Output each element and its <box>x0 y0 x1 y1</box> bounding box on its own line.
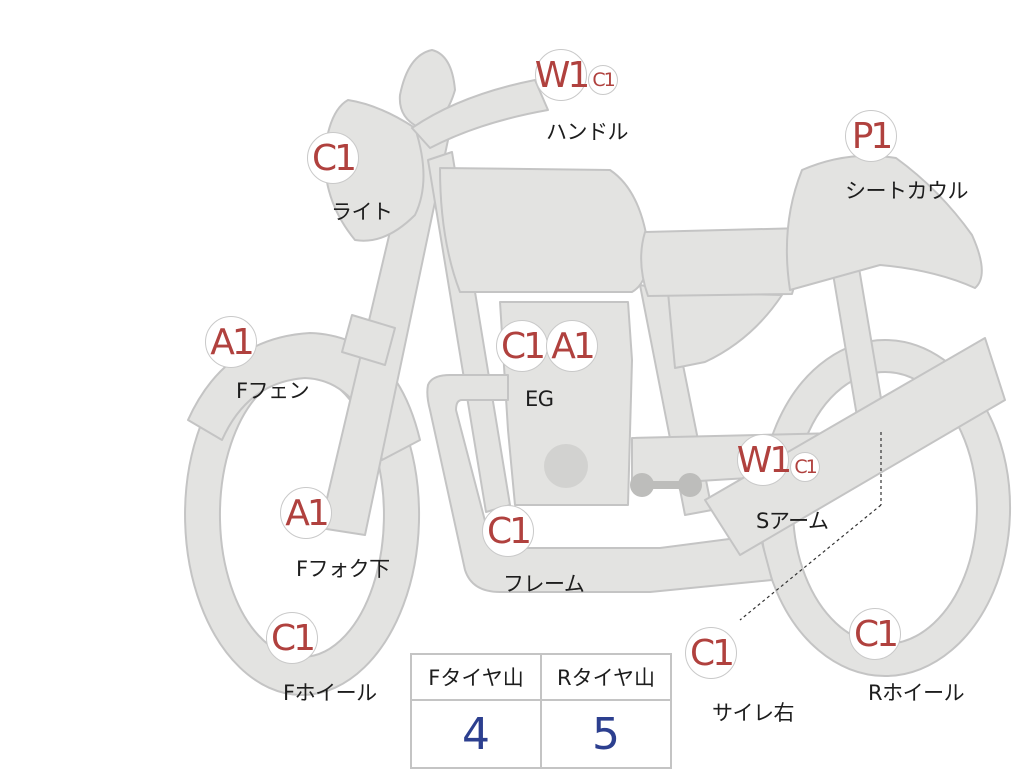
f-fender-label: Fフェン <box>236 379 310 403</box>
engine-second-badge: A1 <box>546 320 598 372</box>
f-wheel-label: Fホイール <box>283 681 377 705</box>
frame-label: フレーム <box>503 572 585 596</box>
fuel-tank <box>439 167 650 293</box>
f-fork-badge: A1 <box>280 487 332 539</box>
silencer <box>704 337 1006 556</box>
footpeg <box>630 473 702 497</box>
r-wheel-badge: C1 <box>849 608 901 660</box>
rear-tire-header: Rタイヤ山 <box>540 653 672 701</box>
front-tire-header: Fタイヤ山 <box>410 653 542 701</box>
fork-clamp <box>341 314 396 366</box>
engine-cover <box>544 444 588 488</box>
tire-tread-table: Fタイヤ山 Rタイヤ山 4 5 <box>410 653 672 769</box>
f-fork-label: Fフォク下 <box>296 557 390 581</box>
rear-tire-value: 5 <box>540 699 672 769</box>
f-wheel-badge: C1 <box>266 612 318 664</box>
handle-minor-badge: C1 <box>588 65 618 95</box>
s-arm-label: Sアーム <box>756 509 829 533</box>
front-tire-value: 4 <box>410 699 542 769</box>
s-arm-minor-badge: C1 <box>790 452 820 482</box>
muffler-right-label: サイレ右 <box>712 701 795 725</box>
seat <box>640 227 806 297</box>
muffler-right-badge: C1 <box>685 627 737 679</box>
engine-badge: C1 <box>496 320 548 372</box>
leader-line <box>739 432 882 621</box>
frame-badge: C1 <box>482 505 534 557</box>
mirror <box>398 49 456 129</box>
handle-label: ハンドル <box>546 120 629 144</box>
seat-cowl-badge: P1 <box>845 110 897 162</box>
seat-cowl <box>785 154 983 291</box>
light-badge: C1 <box>307 132 359 184</box>
s-arm-badge: W1 <box>737 434 792 486</box>
handlebar <box>411 79 549 149</box>
handle-badge: W1 <box>535 49 590 101</box>
engine-label: EG <box>525 387 554 411</box>
seat-cowl-label: シートカウル <box>845 179 969 203</box>
side-cover <box>667 291 783 369</box>
r-wheel-label: Rホイール <box>868 681 965 705</box>
f-fender-badge: A1 <box>205 316 257 368</box>
light-label: ライト <box>331 200 393 224</box>
